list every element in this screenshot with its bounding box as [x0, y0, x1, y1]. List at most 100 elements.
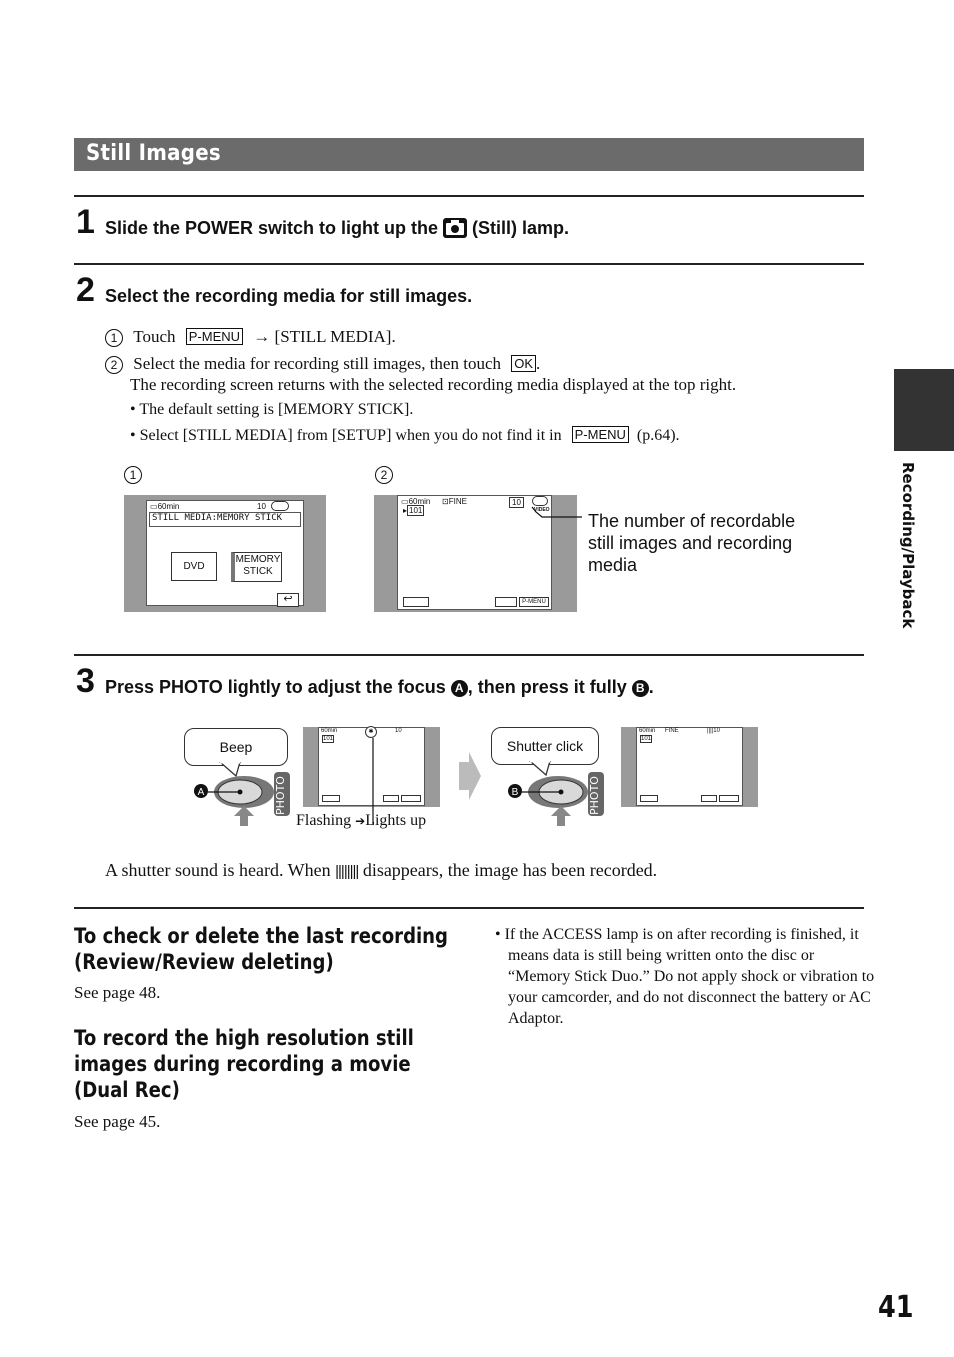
bubble-tail	[529, 761, 551, 777]
divider	[74, 907, 864, 909]
shutter-click-bubble: Shutter click	[491, 727, 599, 765]
review-button[interactable]	[383, 795, 399, 802]
figure-label-2: 2	[375, 466, 393, 484]
svg-text:B: B	[512, 787, 519, 798]
callout-leader-line	[531, 506, 582, 518]
return-button[interactable]: ↩	[277, 593, 299, 607]
divider	[74, 654, 864, 656]
p-menu-button[interactable]: P-MENU	[519, 597, 549, 607]
battery-indicator: 60min	[321, 728, 338, 734]
playback-button[interactable]	[322, 795, 340, 802]
playback-button[interactable]	[640, 795, 658, 802]
transition-arrow-icon	[459, 752, 481, 800]
marker-b: B	[631, 680, 649, 697]
media-icon	[271, 501, 289, 511]
flashing-lights-caption: Flashing ➔Lights up	[296, 812, 426, 830]
shutter-note: A shutter sound is heard. When |||||||| …	[105, 860, 657, 881]
caption-lights: Lights up	[365, 812, 427, 829]
step2-item1: 1 Touch P-MENU → [STILL MEDIA].	[105, 327, 396, 347]
arrow-icon: →	[253, 327, 271, 346]
recordable-images-callout: The number of recordable still images an…	[588, 510, 795, 576]
quality-indicator: FINE	[665, 728, 679, 734]
image-count: 10	[509, 497, 524, 508]
bullet-default: • The default setting is [MEMORY STICK].	[130, 401, 414, 418]
bubble-tail	[219, 762, 241, 778]
bullet-setup-page: (p.64).	[636, 427, 680, 444]
battery-indicator: 60min	[639, 728, 656, 734]
item1-target: [STILL MEDIA].	[274, 327, 396, 346]
shutter-note-before: A shutter sound is heard. When	[105, 860, 331, 880]
item-marker: 1	[105, 329, 123, 347]
lcd-inner: 60min 101 10 ✱	[318, 726, 425, 806]
memory-stick-label-1: MEMORY	[235, 554, 281, 565]
image-count: 10	[395, 728, 402, 734]
side-tab-marker	[894, 369, 954, 451]
item1-touch: Touch	[133, 327, 176, 346]
page-number: 41	[878, 1290, 914, 1325]
photo-label: PHOTO	[588, 776, 601, 816]
caption-flashing: Flashing	[296, 812, 352, 829]
photo-label: PHOTO	[274, 776, 287, 816]
step2-item2-line2: The recording screen returns with the se…	[130, 375, 737, 394]
lcd-screen-focus: 60min 101 10 ✱	[303, 726, 440, 807]
quality-indicator: ⊡FINE	[442, 497, 467, 506]
figure-label-1: 1	[124, 466, 142, 484]
review-button[interactable]	[701, 795, 717, 802]
p-menu-key: P-MENU	[185, 328, 244, 345]
battery-indicator: ▭60min	[150, 502, 180, 511]
folder-indicator: 101	[640, 735, 653, 743]
access-lamp-note: • If the ACCESS lamp is on after recordi…	[495, 926, 875, 1027]
lcd-screen-recording: ▭60min ⊡FINE ▸101 10 VIDEO P-MENU	[374, 495, 577, 612]
lcd-inner: ▭60min ⊡FINE ▸101 10 VIDEO P-MENU	[397, 495, 552, 610]
marker-a: A	[450, 680, 468, 697]
step1-text-before: Slide the POWER switch to light up the	[105, 218, 444, 238]
section-header-bar: Still Images	[74, 138, 864, 171]
playback-button[interactable]	[403, 597, 429, 607]
p-menu-key: P-MENU	[571, 426, 629, 443]
folder-indicator: ▸101	[403, 505, 425, 516]
p-menu-button[interactable]	[401, 795, 421, 802]
review-heading: To check or delete the last recording (R…	[74, 924, 448, 974]
step3-text-after: .	[648, 677, 654, 697]
lcd-screen-recorded: 60min FINE 101 ||||10	[621, 727, 758, 807]
svg-text:A: A	[198, 787, 205, 798]
step1-text: Slide the POWER switch to light up the (…	[105, 218, 569, 239]
memory-stick-button[interactable]: MEMORY STICK	[231, 552, 282, 582]
still-media-title-box: STILL MEDIA:MEMORY STICK	[149, 512, 301, 527]
callout-line: media	[588, 555, 638, 575]
photo-button-full-press[interactable]: B	[506, 770, 606, 828]
callout-line: The number of recordable	[588, 511, 796, 531]
image-count: 10	[257, 502, 266, 511]
item-marker: 2	[105, 356, 123, 374]
media-icon	[532, 496, 548, 506]
caption-arrow: ➔	[355, 814, 366, 828]
item2-end: .	[536, 354, 541, 373]
lcd-inner: ▭60min 10 STILL MEDIA:MEMORY STICK DVD M…	[146, 500, 304, 607]
step3-number: 3	[76, 662, 95, 700]
bullet-setup: • Select [STILL MEDIA] from [SETUP] when…	[130, 426, 680, 445]
folder-indicator: 101	[322, 735, 335, 743]
lcd-screen-still-media: ▭60min 10 STILL MEDIA:MEMORY STICK DVD M…	[124, 495, 326, 612]
dual-rec-heading: To record the high resolution still imag…	[74, 1026, 414, 1102]
item2-text: Select the media for recording still ima…	[133, 354, 501, 373]
divider	[74, 263, 864, 265]
step3-text-mid: , then press it fully	[467, 677, 632, 697]
bullet-setup-text: • Select [STILL MEDIA] from [SETUP] when…	[130, 427, 562, 444]
step2-item2: 2 Select the media for recording still i…	[105, 354, 540, 374]
p-menu-button[interactable]	[719, 795, 739, 802]
callout-line: still images and recording	[588, 533, 793, 553]
review-reference: See page 48.	[74, 983, 161, 1002]
shutter-note-after: disappears, the image has been recorded.	[362, 860, 658, 880]
review-button[interactable]	[495, 597, 517, 607]
writing-indicator-icon: ||||||||	[335, 863, 359, 880]
media-label: VIDEO	[534, 507, 550, 513]
step3-text-before: Press PHOTO lightly to adjust the focus	[105, 677, 451, 697]
battery-indicator: ▭60min	[401, 497, 431, 506]
image-count: ||||10	[707, 728, 720, 734]
lcd-inner: 60min FINE 101 ||||10	[636, 727, 743, 806]
dvd-button[interactable]: DVD	[171, 552, 217, 581]
focus-lock-icon: ✱	[365, 726, 377, 738]
step2-text: Select the recording media for still ima…	[105, 286, 473, 306]
section-title: Still Images	[86, 141, 221, 166]
photo-button-half-press[interactable]: A	[192, 770, 292, 828]
